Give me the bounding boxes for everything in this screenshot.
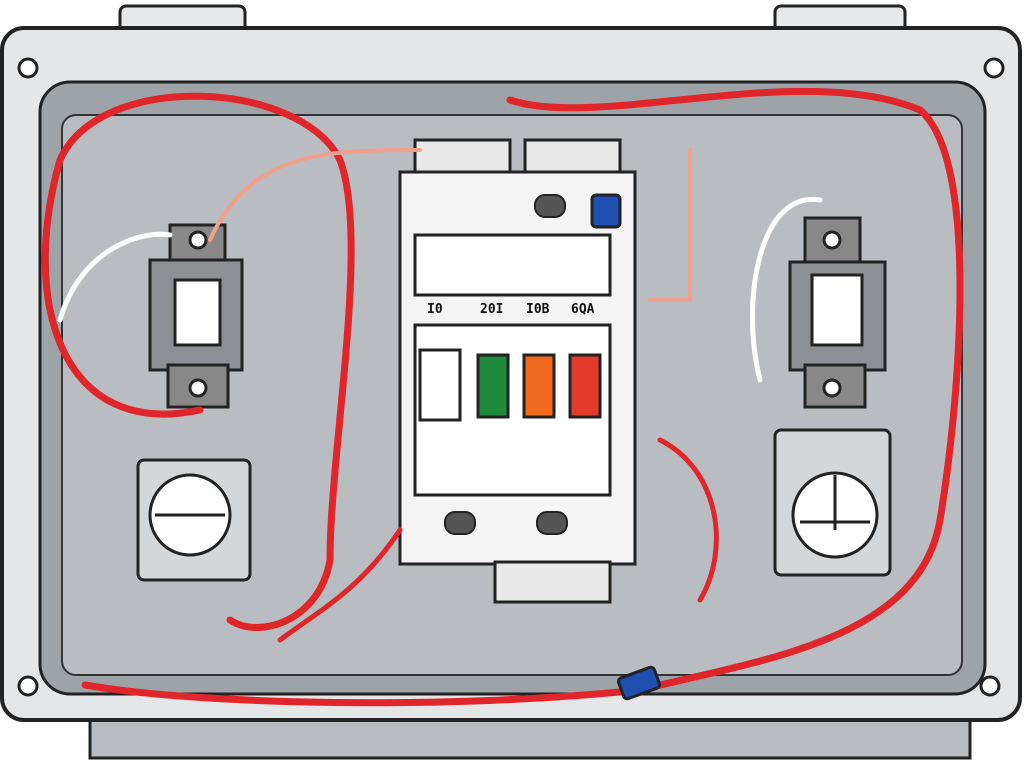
breaker-label-2: 20I xyxy=(480,302,503,317)
breaker-assembly: I0 20I I0B 6QA xyxy=(398,138,637,604)
breaker-label-4: 6QA xyxy=(571,302,595,317)
green-breaker-toggle[interactable] xyxy=(476,353,510,419)
blue-indicator xyxy=(590,193,622,229)
right-meter xyxy=(773,428,892,577)
wiring xyxy=(41,87,964,707)
orange-breaker-toggle[interactable] xyxy=(522,353,556,419)
red-breaker-toggle[interactable] xyxy=(568,353,602,419)
breaker-label-1: I0 xyxy=(427,302,443,317)
right-relay xyxy=(788,216,887,409)
corner-screws xyxy=(17,57,1005,697)
left-meter xyxy=(136,458,252,582)
left-relay xyxy=(148,223,244,409)
blue-wire-connector xyxy=(617,665,661,701)
breaker-label-3: I0B xyxy=(526,302,550,317)
